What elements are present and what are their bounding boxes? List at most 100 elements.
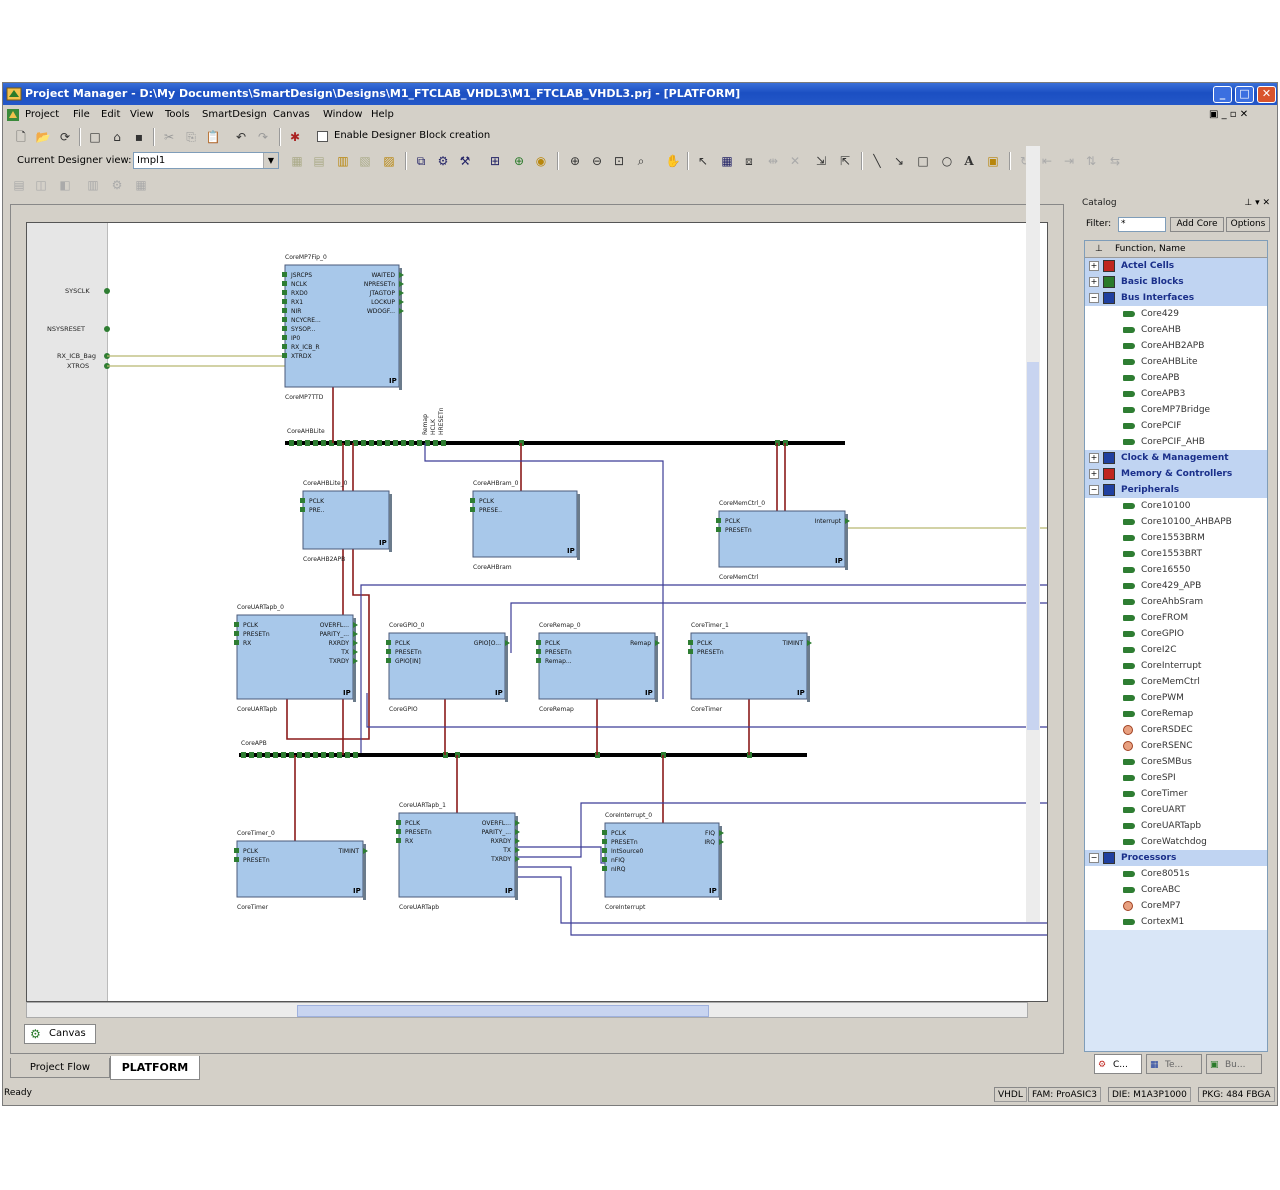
ports-icon[interactable]: ⧈ xyxy=(745,154,753,168)
catalog-item[interactable]: CoreMemCtrl xyxy=(1085,674,1267,690)
add-core-button[interactable]: Add Core xyxy=(1170,217,1224,232)
copy-icon[interactable]: ⎘ xyxy=(186,130,196,144)
filter-input[interactable]: * xyxy=(1118,217,1166,232)
menu-help[interactable]: Help xyxy=(371,109,394,120)
scroll-thumb[interactable] xyxy=(297,1005,709,1017)
minimize-button[interactable]: _ xyxy=(1213,86,1232,103)
bus-tab[interactable]: ▣Bu... xyxy=(1206,1054,1262,1074)
menu-window[interactable]: Window xyxy=(323,109,363,120)
collapse-icon[interactable]: ⇱ xyxy=(839,154,851,168)
paste-icon[interactable]: 📋 xyxy=(205,130,221,144)
catalog-item[interactable]: CoreFROM xyxy=(1085,610,1267,626)
mdi-restore-icon[interactable]: ▣ _ ▫ ✕ xyxy=(1209,109,1249,120)
catalog-item[interactable]: CoreAHB xyxy=(1085,322,1267,338)
maximize-button[interactable]: □ xyxy=(1235,86,1254,103)
catalog-item[interactable]: Core1553BRT xyxy=(1085,546,1267,562)
ip-block[interactable]: CoreMemCtrl_0PCLKPRESETnInterruptIPCoreM… xyxy=(716,500,850,581)
bus-pin[interactable] xyxy=(441,440,446,446)
canvas-tab[interactable]: ⚙ Canvas xyxy=(24,1024,96,1044)
zoom-fit-icon[interactable]: ⊡ xyxy=(613,154,625,168)
folder-gray-icon[interactable]: ▤ xyxy=(313,154,325,168)
catalog-item[interactable]: CoreSPI xyxy=(1085,770,1267,786)
ip-block[interactable]: CoreRemap_0PCLKPRESETnRemap...RemapIPCor… xyxy=(536,622,660,713)
grid-tool-icon[interactable]: ▦ xyxy=(291,154,303,168)
bus-pin[interactable] xyxy=(305,440,310,446)
catalog-category[interactable]: − Bus Interfaces xyxy=(1085,290,1267,306)
catalog-item[interactable]: CoreMP7 xyxy=(1085,898,1267,914)
catalog-item[interactable]: CorePCIF xyxy=(1085,418,1267,434)
bus-pin[interactable] xyxy=(377,440,382,446)
bus-pin[interactable] xyxy=(313,440,318,446)
bus-pin[interactable] xyxy=(401,440,406,446)
expand-toggle-icon[interactable]: + xyxy=(1089,453,1099,463)
catalog-item[interactable]: CoreMP7Bridge xyxy=(1085,402,1267,418)
enable-designer-checkbox[interactable] xyxy=(317,131,328,142)
bus-pin[interactable] xyxy=(353,440,358,446)
ip-block[interactable]: CoreMP7Fip_0JSRCPSNCLKRXD0RX1NIRNCYCRE..… xyxy=(282,254,404,401)
folder-icon[interactable]: ▥ xyxy=(337,154,349,168)
bus-pin[interactable] xyxy=(329,752,334,758)
catalog-category[interactable]: + Actel Cells xyxy=(1085,258,1267,274)
bus-pin[interactable] xyxy=(417,440,422,446)
connect-icon[interactable]: ⧉ xyxy=(416,154,426,168)
settings-icon[interactable]: ⚙ xyxy=(111,178,123,192)
layout-icon[interactable]: ▤ xyxy=(13,178,25,192)
bus-pin[interactable] xyxy=(425,440,430,446)
wire-icon[interactable]: ◫ xyxy=(35,178,47,192)
ellipse-tool-icon[interactable]: ○ xyxy=(941,154,953,168)
catalog-item[interactable]: CoreSMBus xyxy=(1085,754,1267,770)
bus-pin[interactable] xyxy=(297,752,302,758)
bus-pin[interactable] xyxy=(321,440,326,446)
send-back-icon[interactable]: ⇆ xyxy=(1109,154,1121,168)
catalog-item[interactable]: Core429_APB xyxy=(1085,578,1267,594)
catalog-item[interactable]: CoreABC xyxy=(1085,882,1267,898)
catalog-tab[interactable]: ⚙C... xyxy=(1094,1054,1142,1074)
catalog-category[interactable]: − Peripherals xyxy=(1085,482,1267,498)
bus-icon[interactable]: ⊞ xyxy=(489,154,501,168)
expand-toggle-icon[interactable]: − xyxy=(1089,293,1099,303)
bus-pin[interactable] xyxy=(289,752,294,758)
bus-pin[interactable] xyxy=(337,440,342,446)
expand-toggle-icon[interactable]: + xyxy=(1089,469,1099,479)
canvas-horizontal-scrollbar[interactable] xyxy=(26,1002,1028,1018)
new-project-icon[interactable]: 🗋 xyxy=(16,130,26,144)
catalog-item[interactable]: CoreI2C xyxy=(1085,642,1267,658)
catalog-item[interactable]: CoreGPIO xyxy=(1085,626,1267,642)
bus-pin[interactable] xyxy=(297,440,302,446)
catalog-item[interactable]: Core8051s xyxy=(1085,866,1267,882)
auto-connect-icon[interactable]: ⚙ xyxy=(437,154,449,168)
catalog-item[interactable]: CortexM1 xyxy=(1085,914,1267,930)
open-project-icon[interactable]: 📂 xyxy=(35,130,51,144)
catalog-pin-icon[interactable]: ⊥ ▾ ✕ xyxy=(1244,198,1270,208)
menu-edit[interactable]: Edit xyxy=(101,109,121,120)
bus-pin[interactable] xyxy=(273,752,278,758)
catalog-category[interactable]: + Basic Blocks xyxy=(1085,274,1267,290)
bus-pin[interactable] xyxy=(393,440,398,446)
current-view-select[interactable]: Impl1 ▼ xyxy=(133,152,279,169)
pan-icon[interactable]: ✋ xyxy=(665,154,681,168)
catalog-item[interactable]: CoreAHB2APB xyxy=(1085,338,1267,354)
catalog-item[interactable]: CorePWM xyxy=(1085,690,1267,706)
design-canvas[interactable]: SYSCLK NSYSRESET RX_ICB_Bag XTROS CoreAH… xyxy=(26,222,1048,1002)
menu-smartdesign[interactable]: SmartDesign xyxy=(202,109,267,120)
ip-block[interactable]: CoreUARTapb_0PCLKPRESETnRXOVERFL...PARIT… xyxy=(234,604,358,713)
menu-canvas[interactable]: Canvas xyxy=(273,109,310,120)
catalog-category[interactable]: + Memory & Controllers xyxy=(1085,466,1267,482)
fabric-icon[interactable]: ◉ xyxy=(535,154,547,168)
tab-project-flow[interactable]: Project Flow xyxy=(10,1058,110,1078)
bus-pin[interactable] xyxy=(249,752,254,758)
table-icon[interactable]: ▥ xyxy=(87,178,99,192)
catalog-item[interactable]: CoreAPB3 xyxy=(1085,386,1267,402)
expand-toggle-icon[interactable]: − xyxy=(1089,853,1099,863)
bus-pin[interactable] xyxy=(313,752,318,758)
bus-pin[interactable] xyxy=(329,440,334,446)
bus-pin[interactable] xyxy=(385,440,390,446)
rectangle-tool-icon[interactable]: □ xyxy=(917,154,929,168)
folder-up-icon[interactable]: ▧ xyxy=(359,154,371,168)
catalog-item[interactable]: CoreAPB xyxy=(1085,370,1267,386)
ip-block[interactable]: CoreInterrupt_0PCLKPRESETnIntSource0nFIQ… xyxy=(602,812,724,911)
bus-pin[interactable] xyxy=(337,752,342,758)
bus-pin[interactable] xyxy=(289,440,294,446)
